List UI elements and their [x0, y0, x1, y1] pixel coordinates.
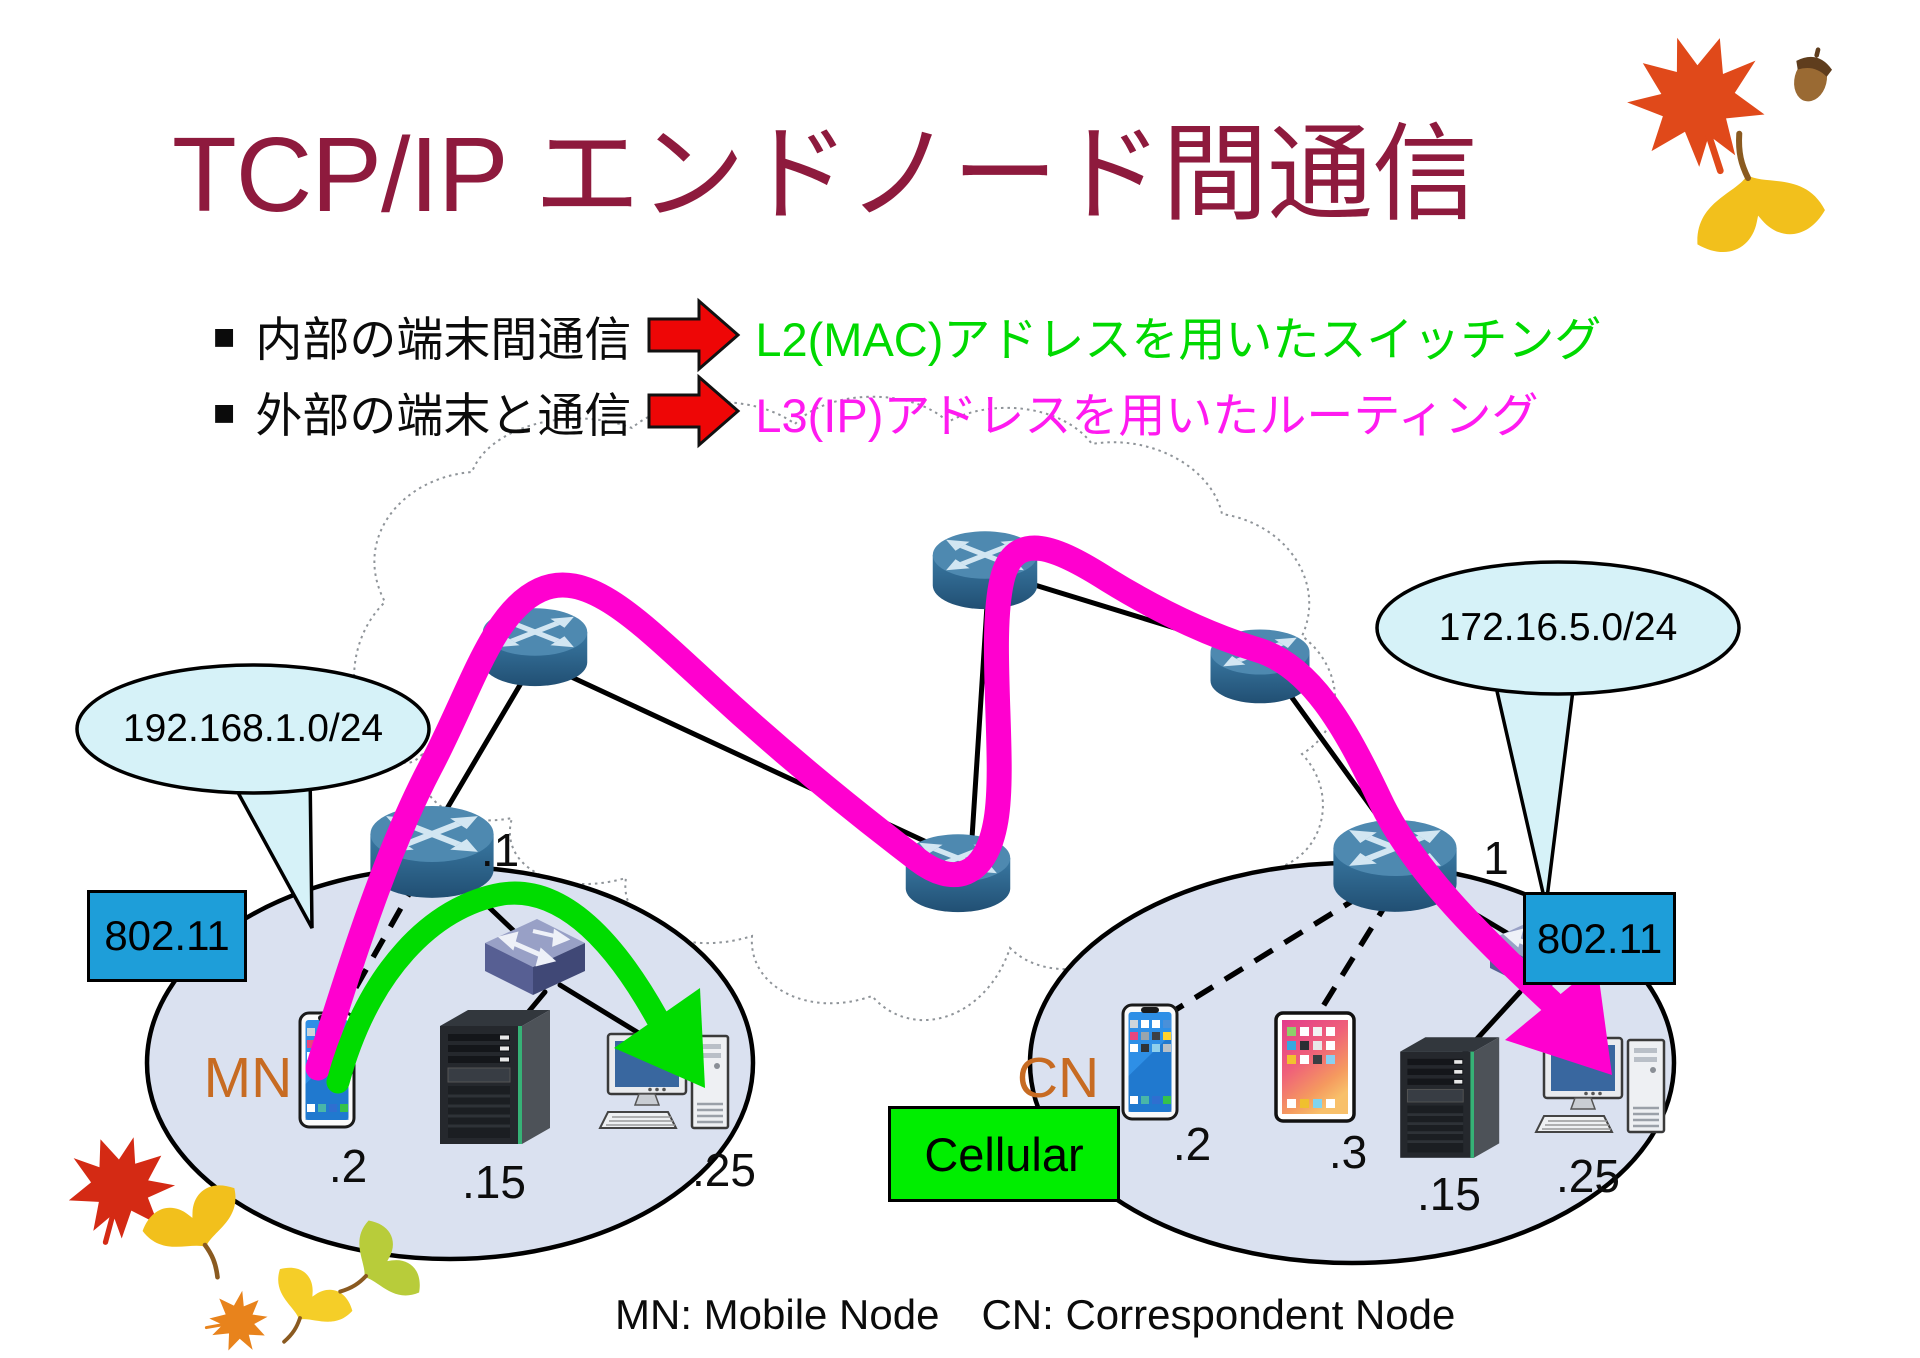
cellular-badge: Cellular — [888, 1106, 1120, 1202]
server-icon-right — [1398, 1035, 1501, 1160]
wifi-label-right: 802.11 — [1536, 914, 1663, 962]
ip-label-right-router: 1 — [1483, 832, 1509, 884]
magenta-arrowhead — [1505, 964, 1612, 1075]
ip-label-right-phone: .2 — [1172, 1118, 1212, 1170]
autumn-leaves-top-right — [1612, 16, 1837, 259]
bullet-internal-communication: ■ 内部の端末間通信 L2(MAC)アドレスを用いたスイッチング — [213, 297, 1601, 373]
green-arrowhead — [614, 988, 705, 1088]
subnet-callout-right-shape — [1375, 560, 1741, 907]
smartphone-icon-cn — [1121, 1003, 1179, 1121]
ip-label-left-desktop: .25 — [692, 1144, 756, 1196]
bullet-square-icon: ■ — [213, 392, 236, 433]
ip-label-right-desktop: .25 — [1556, 1150, 1620, 1202]
red-arrow-icon — [647, 297, 741, 373]
wireless-links — [339, 876, 1393, 1015]
subnet-callout-left: 192.168.1.0/24 — [122, 707, 384, 750]
tablet-icon — [1274, 1011, 1356, 1123]
bullet-external-label: 外部の端末と通信 — [255, 388, 632, 442]
ip-label-right-server: .15 — [1417, 1168, 1481, 1220]
wifi-badge-left: 802.11 — [87, 890, 247, 982]
cn-label: CN — [1016, 1046, 1100, 1110]
subnet-callout-right: 172.16.5.0/24 — [1438, 606, 1678, 649]
wifi-badge-right: 802.11 — [1523, 892, 1676, 985]
footer-legend: MN: Mobile Node CN: Correspondent Node — [615, 1291, 1456, 1338]
l3-routing-text: L3(IP)アドレスを用いたルーティング — [755, 388, 1539, 442]
subnet-callout-left-shape — [75, 663, 431, 929]
wifi-label-left: 802.11 — [104, 912, 230, 959]
bullet-square-icon: ■ — [213, 316, 236, 357]
ip-label-left-phone: .2 — [328, 1140, 368, 1192]
routing-path-magenta — [305, 535, 1612, 1081]
bullet-internal-label: 内部の端末間通信 — [255, 312, 632, 366]
bullet-external-communication: ■ 外部の端末と通信 L3(IP)アドレスを用いたルーティング — [213, 373, 1539, 449]
server-icon-left — [438, 1008, 552, 1146]
slide-title: TCP/IP エンドノード間通信 — [172, 116, 1478, 234]
ip-label-left-router: .1 — [480, 824, 520, 876]
ip-label-left-server: .15 — [462, 1156, 526, 1208]
mn-label: MN — [203, 1046, 293, 1110]
red-arrow-icon — [647, 373, 741, 449]
ip-label-right-tablet: .3 — [1328, 1126, 1368, 1178]
cellular-label: Cellular — [924, 1127, 1084, 1181]
switching-path-green — [326, 881, 705, 1094]
l2-switching-text: L2(MAC)アドレスを用いたスイッチング — [755, 312, 1602, 366]
